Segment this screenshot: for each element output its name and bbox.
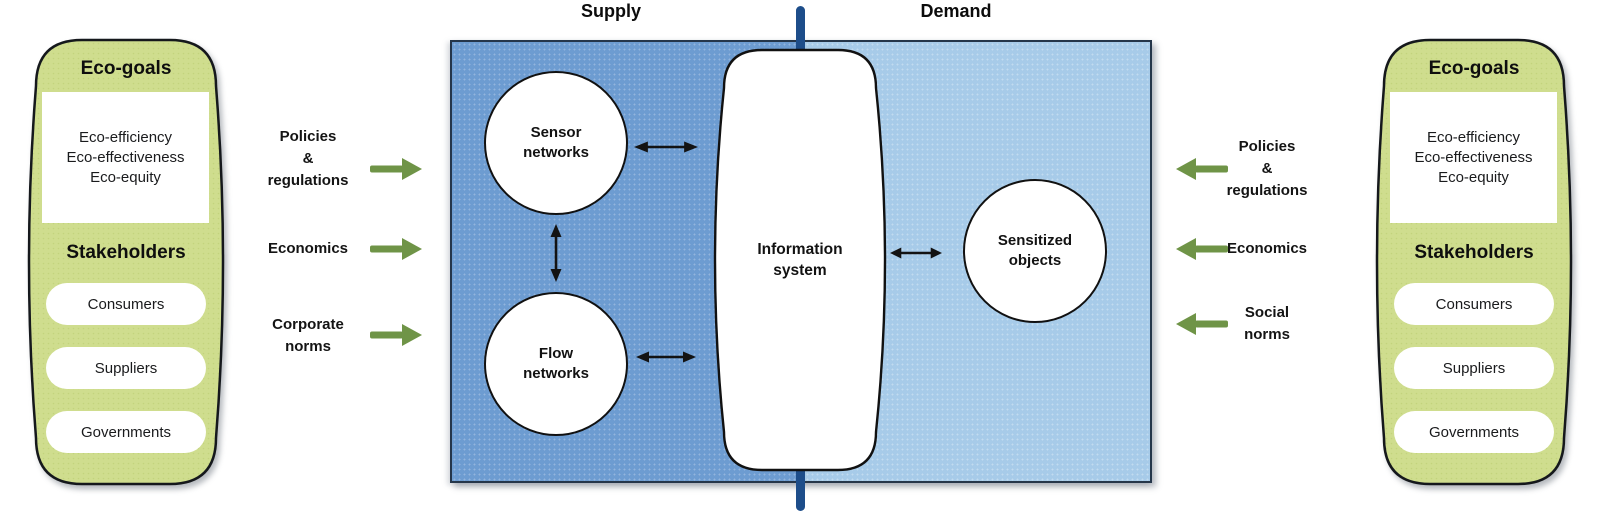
factor-social-norms-right: Social norms xyxy=(1244,304,1290,343)
eco-goals-list-left: Eco-efficiency Eco-effectiveness Eco-equ… xyxy=(66,128,185,186)
eco-goals-box-left: Eco-efficiency Eco-effectiveness Eco-equ… xyxy=(42,92,209,223)
stakeholder-governments-left: Governments xyxy=(46,411,206,453)
information-system-shape xyxy=(713,48,887,472)
stakeholders-title-left: Stakeholders xyxy=(66,242,186,263)
vertical-double-arrow-icon xyxy=(550,224,562,282)
information-system-label: Information system xyxy=(757,241,843,279)
information-system-node: Information system xyxy=(710,48,890,472)
right-arrow-icon xyxy=(370,324,422,346)
flow-networks-node: Flow networks xyxy=(484,292,628,436)
double-arrow-icon xyxy=(634,141,698,153)
supply-label: Supply xyxy=(580,1,641,21)
factor-economics-right: Economics xyxy=(1226,240,1308,257)
left-arrow-icon xyxy=(1176,158,1228,180)
stakeholder-governments-right: Governments xyxy=(1394,411,1554,453)
sensitized-objects-label: Sensitized objects xyxy=(997,232,1073,269)
eco-panel-left: Eco-goals Eco-efficiency Eco-effectivene… xyxy=(26,36,226,488)
left-arrow-icon xyxy=(1176,238,1228,260)
double-arrow-icon xyxy=(636,351,696,363)
stakeholder-consumers-right: Consumers xyxy=(1394,283,1554,325)
eco-goals-title-left: Eco-goals xyxy=(80,58,172,79)
eco-panel-right: Eco-goals Eco-efficiency Eco-effectivene… xyxy=(1374,36,1574,488)
double-arrow-icon xyxy=(890,247,942,259)
stakeholders-title-right: Stakeholders xyxy=(1414,242,1534,263)
right-arrow-icon xyxy=(370,158,422,180)
stakeholder-consumers-left: Consumers xyxy=(46,283,206,325)
sensitized-objects-node: Sensitized objects xyxy=(963,179,1107,323)
sensor-networks-node: Sensor networks xyxy=(484,71,628,215)
eco-goals-title-right: Eco-goals xyxy=(1428,58,1520,79)
eco-goals-list-right: Eco-efficiency Eco-effectiveness Eco-equ… xyxy=(1414,128,1533,186)
right-arrow-icon xyxy=(370,238,422,260)
stakeholder-suppliers-right: Suppliers xyxy=(1394,347,1554,389)
demand-label: Demand xyxy=(920,1,992,21)
eco-goals-box-right: Eco-efficiency Eco-effectiveness Eco-equ… xyxy=(1390,92,1557,223)
stakeholder-suppliers-left: Suppliers xyxy=(46,347,206,389)
factor-policies-regulations-left: Policies & regulations xyxy=(267,128,349,189)
factor-economics-left: Economics xyxy=(267,240,349,257)
sensor-networks-label: Sensor networks xyxy=(523,124,589,161)
flow-networks-label: Flow networks xyxy=(523,345,589,382)
left-arrow-icon xyxy=(1176,313,1228,335)
factor-policies-regulations-right: Policies & regulations xyxy=(1226,138,1308,199)
factor-corporate-norms-left: Corporate norms xyxy=(272,316,344,355)
